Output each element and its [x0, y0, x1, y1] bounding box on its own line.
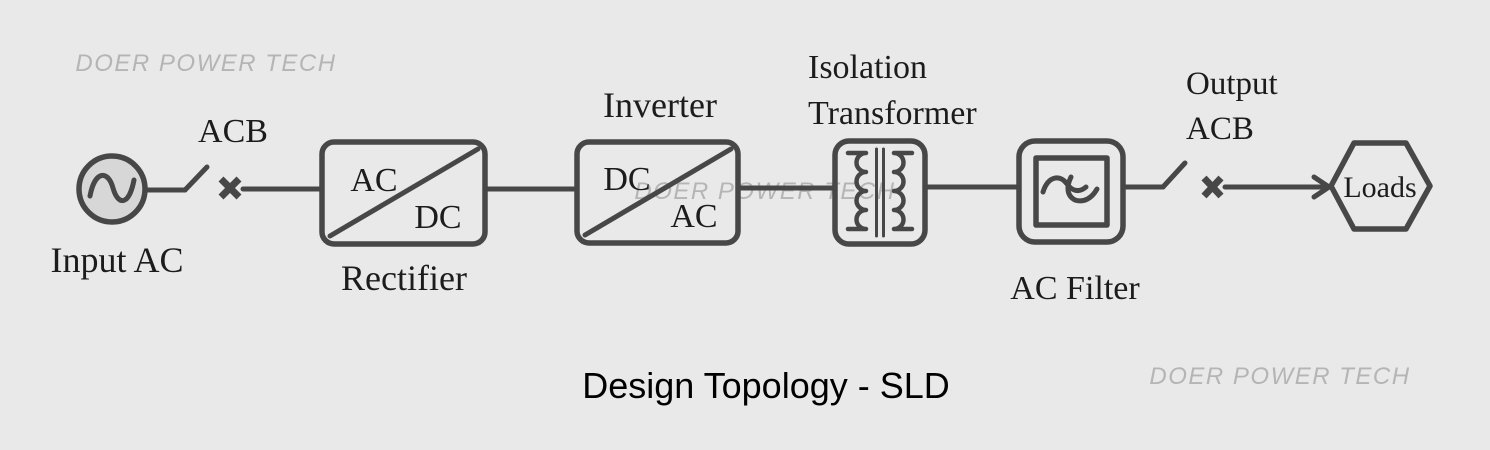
inverter-box	[574, 139, 741, 246]
input-breaker-blade-icon	[182, 164, 210, 193]
rectifier-diagonal	[327, 146, 481, 239]
transformer-label-line1: Isolation	[808, 49, 927, 86]
transformer-coils-icon	[832, 138, 928, 247]
transformer-label-line2: Transformer	[808, 95, 977, 132]
inverter-corner-bottom-label: AC	[670, 198, 717, 235]
sine-wave-icon	[1040, 175, 1089, 195]
ac-filter-block	[1016, 138, 1126, 245]
output-acb-label-line1: Output	[1186, 66, 1278, 102]
diagram-title: Design Topology - SLD	[582, 365, 950, 406]
inverter-label: Inverter	[603, 85, 717, 125]
transformer-primary-coil	[845, 150, 869, 232]
rectifier-corner-bottom-label: DC	[414, 199, 461, 236]
watermark-top-left: DOER POWER TECH	[75, 50, 336, 77]
transformer-secondary-coil	[891, 150, 915, 232]
ac-filter-label: AC Filter	[1010, 270, 1140, 307]
input-ac-label: Input AC	[50, 240, 183, 280]
loads-hexagon	[1328, 140, 1433, 232]
input-acb-label: ACB	[198, 113, 268, 150]
rectifier-corner-top-label: AC	[350, 162, 397, 199]
transformer-box	[832, 138, 928, 247]
input-breaker-x-icon	[218, 176, 242, 200]
sine-wave-icon-2	[1065, 174, 1100, 204]
output-breaker-x-icon	[1201, 175, 1224, 199]
loads-label: Loads	[1343, 171, 1416, 204]
output-acb-label-line2: ACB	[1186, 111, 1254, 147]
ac-filter-inner-box	[1033, 155, 1110, 228]
watermark-bottom-right: DOER POWER TECH	[1149, 363, 1410, 390]
rectifier-label: Rectifier	[341, 258, 467, 298]
inverter-corner-top-label: DC	[603, 161, 650, 198]
rectifier-block: AC DC	[319, 139, 488, 247]
sine-wave-icon	[87, 173, 137, 203]
inverter-block: DC AC	[574, 139, 741, 246]
loads-node: Loads	[1328, 140, 1433, 232]
inverter-diagonal	[582, 146, 734, 238]
ac-filter-outer-box	[1016, 138, 1126, 245]
rectifier-box	[319, 139, 488, 247]
transformer-core-lines	[875, 147, 885, 238]
ac-source-icon	[76, 153, 148, 225]
output-breaker-blade-icon	[1160, 160, 1188, 190]
